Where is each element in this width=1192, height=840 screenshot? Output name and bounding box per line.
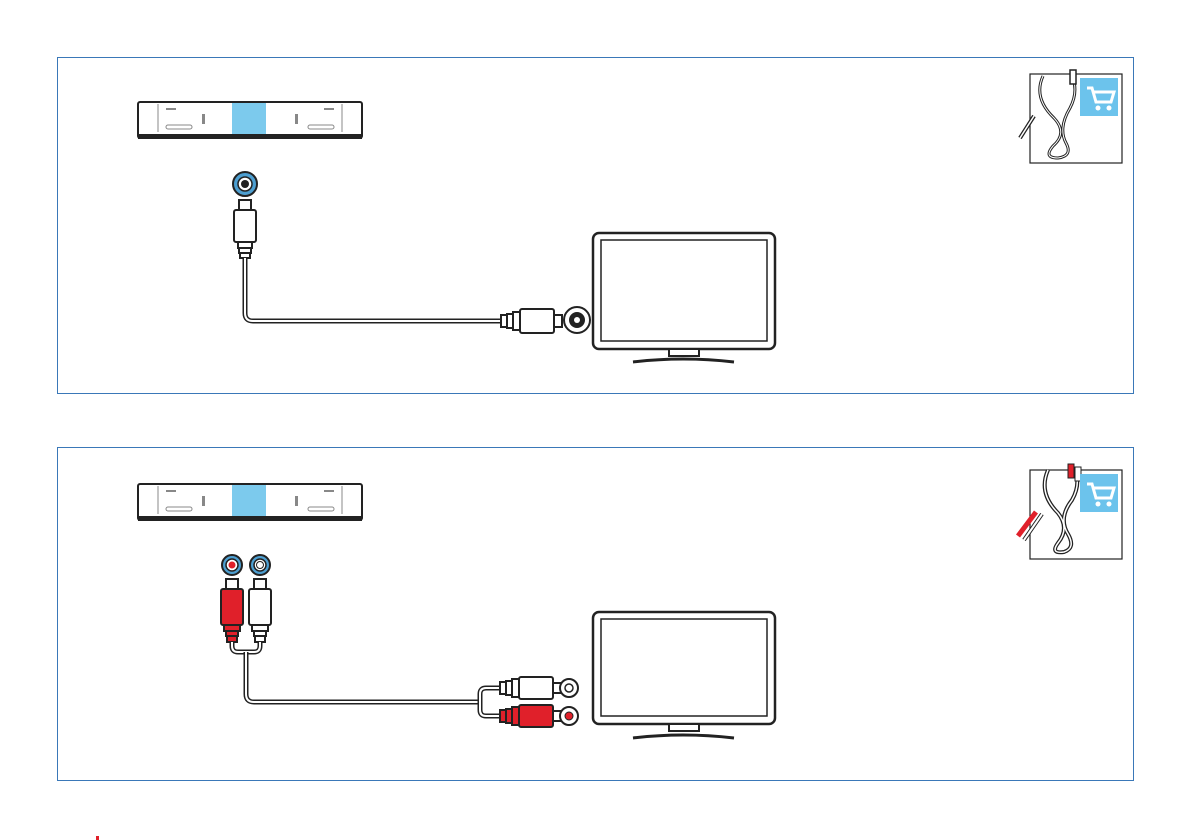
- shopping-cart-icon[interactable]: [1080, 78, 1118, 116]
- coaxial-connection-diagram: [57, 57, 1134, 394]
- tv-screen: [593, 233, 775, 362]
- rca-plug-white-tv-end: [500, 677, 561, 699]
- coaxial-cable-accessory: [1020, 70, 1122, 163]
- coaxial-plug-tv-end: [501, 309, 562, 333]
- bottom-mark: [96, 836, 99, 840]
- soundbar-coaxial-port: [233, 172, 257, 196]
- tv-rca-port-red: [560, 707, 578, 725]
- rca-cable: [232, 642, 502, 716]
- coaxial-cable: [245, 258, 503, 321]
- soundbar-rca-port-white: [250, 555, 270, 575]
- analog-rca-connection-diagram: [57, 447, 1134, 781]
- rca-plug-red-soundbar-end: [221, 579, 243, 642]
- rca-diagram-svg: [58, 448, 1135, 782]
- highlighted-connection-panel: [232, 485, 266, 516]
- soundbar-back: [138, 102, 362, 139]
- rca-plug-white-soundbar-end: [249, 579, 271, 642]
- tv-screen: [593, 612, 775, 738]
- tv-coaxial-port: [564, 307, 590, 333]
- highlighted-connection-panel: [232, 103, 266, 134]
- coaxial-plug-soundbar-end: [234, 200, 256, 258]
- shopping-cart-icon[interactable]: [1080, 474, 1118, 512]
- rca-cable-accessory: [1018, 464, 1122, 559]
- soundbar-rca-port-red: [222, 555, 242, 575]
- soundbar-back: [138, 484, 362, 521]
- tv-rca-port-white: [560, 679, 578, 697]
- coaxial-diagram-svg: [58, 58, 1135, 395]
- rca-plug-red-tv-end: [500, 705, 561, 727]
